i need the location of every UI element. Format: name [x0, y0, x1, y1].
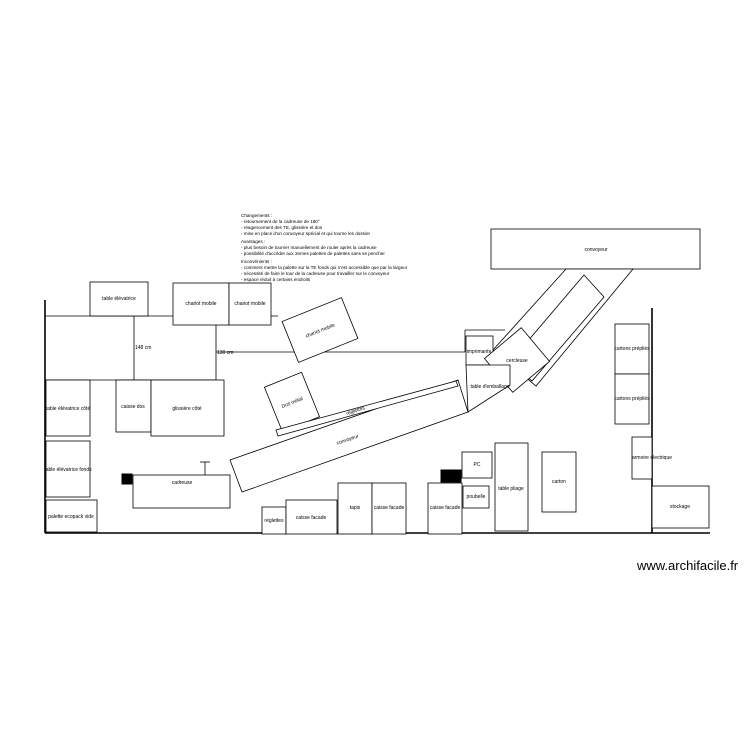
- caisse-dos-label: caisse dos: [121, 404, 145, 410]
- convoyeur-top-label: convoyeur: [584, 247, 607, 253]
- caisse-facade-3-label: caisse facade: [430, 505, 461, 511]
- pc: [461, 451, 493, 479]
- cadreuse-label: cadreuse: [172, 480, 193, 486]
- table-emballage: [465, 364, 511, 413]
- carton-label: carton: [552, 479, 566, 485]
- cartons-preplies-2-label: cartons prépliés: [614, 396, 650, 402]
- glissiere-cote-label: glissière côté: [172, 406, 201, 412]
- table-elevatrice-fonds: [45, 440, 91, 498]
- note-changements-2: - réagencement des TE, glissière et dos: [241, 225, 323, 230]
- pc-label: PC: [474, 462, 481, 468]
- poubelle-label: poubelle: [467, 494, 486, 500]
- cartons-preplies-1: [614, 323, 650, 375]
- note-changements-1: - retournement de la cadreuse de 180°: [241, 219, 320, 224]
- convoyeur-top: [490, 228, 701, 270]
- note-changements-3: - mise en place d'un convoyeur spécial e…: [241, 231, 371, 236]
- chariot-mobile-3-box: [281, 297, 359, 363]
- carton: [541, 451, 577, 513]
- imprimante-label: imprimante: [467, 349, 492, 355]
- stockage-label: stockage: [670, 504, 690, 510]
- caisse-facade-1: [285, 499, 338, 535]
- notes-block: Changements : - retournement de la cadre…: [241, 213, 408, 282]
- chariot-mobile-1-label: chariot mobile: [185, 301, 216, 307]
- armoire-electrique: [631, 436, 653, 480]
- caisse-facade-2: [371, 482, 407, 535]
- table-elevatrice-label: table élévatrice: [102, 296, 136, 302]
- palette-ecopack-vide-label: palette ecopack vide: [48, 514, 94, 520]
- note-inconvenients-1: - comment mettre la palette sur la TE fo…: [241, 265, 408, 270]
- stockage: [651, 485, 710, 529]
- reglettes-box-label: réglettes: [264, 518, 284, 524]
- note-inconvenients-0: Inconvénients :: [241, 259, 272, 264]
- chariot-mobile-3: chariot mobile: [281, 297, 359, 363]
- note-changements-0: Changements :: [241, 213, 272, 218]
- dimension-148-label: 148 cm: [135, 345, 151, 351]
- table-elevatrice: [89, 281, 149, 317]
- archifacile-watermark: www.archifacile.fr: [636, 558, 739, 573]
- cartons-preplies-1-label: cartons prépliés: [614, 346, 650, 352]
- chariot-mobile-1: [172, 282, 230, 326]
- note-inconvenients-3: - espace réduit à certains endroits: [241, 277, 311, 282]
- palette-ecopack-vide: [45, 499, 98, 533]
- armoire-electrique-label: armoire électrique: [632, 455, 672, 461]
- caisse-facade-2-label: caisse facade: [374, 505, 405, 511]
- reglettes-box: [261, 506, 287, 535]
- tapis-label: tapis: [350, 505, 361, 511]
- dimension-130-label: 130 cm: [217, 350, 233, 356]
- note-inconvenients-2: - nécessité de faire le tour de la cadre…: [241, 271, 390, 276]
- table-elevatrice-cote: [45, 379, 91, 437]
- poubelle: [462, 485, 490, 509]
- caisse-facade-block: [440, 469, 462, 483]
- cadreuse: [132, 474, 231, 509]
- reglettes-strip: [275, 380, 459, 437]
- caisse-dos: [115, 379, 152, 433]
- caisse-facade-1-label: caisse facade: [296, 515, 327, 521]
- chariot-mobile-2-label: chariot mobile: [234, 301, 265, 307]
- note-avantages-0: Avantages :: [241, 239, 265, 244]
- cercleuse-label: cercleuse: [506, 358, 528, 364]
- table-elevatrice-cote-label: table élévatrice côté: [46, 406, 91, 412]
- cadreuse-control-block: [121, 473, 133, 485]
- note-avantages-2: - possibilité d'accéder aux 2emes palett…: [241, 251, 385, 256]
- glissiere-cote: [150, 379, 225, 437]
- chariot-mobile-2: [228, 282, 272, 326]
- table-pliage-label: table pliage: [498, 486, 524, 492]
- table-emballage-label: table d'emballage: [470, 384, 509, 390]
- cartons-preplies-2: [614, 373, 650, 425]
- table-pliage: [494, 442, 529, 532]
- note-avantages-1: - plus besoin de tourner manuellement de…: [241, 245, 377, 250]
- caisse-facade-3: [427, 482, 463, 535]
- table-elevatrice-fonds-label: table élévatrice fonds: [44, 467, 92, 473]
